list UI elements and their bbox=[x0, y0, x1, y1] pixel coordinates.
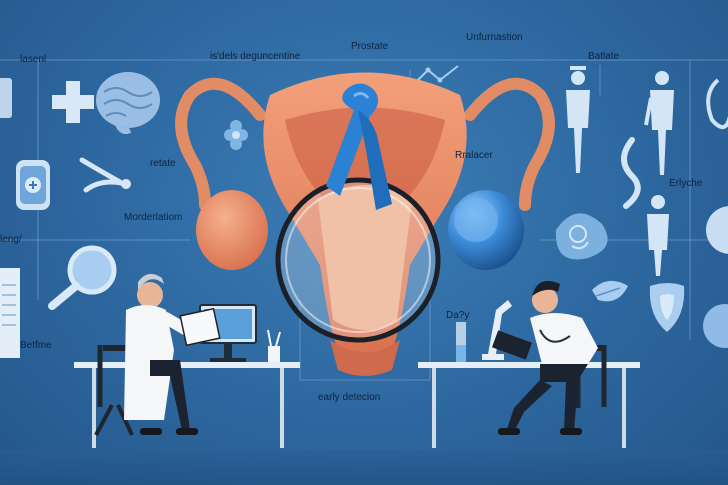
label-betfme: Betfme bbox=[20, 340, 52, 351]
shield-icon bbox=[649, 283, 685, 332]
label-unfurnastion: Unfurnastion bbox=[466, 32, 523, 43]
label-prostate: Prostate bbox=[351, 41, 389, 52]
microscope-icon bbox=[482, 300, 512, 360]
clipboard-edge-icon bbox=[0, 78, 12, 118]
label-batlate: Batlate bbox=[588, 51, 620, 62]
person-icon-small bbox=[647, 195, 669, 276]
doctor-icon bbox=[566, 66, 590, 173]
label-early-detection: early detecion bbox=[318, 392, 381, 403]
magnifying-glass-icon bbox=[275, 177, 441, 343]
clipboard-icon bbox=[0, 268, 20, 358]
ribbon-outline-icon bbox=[706, 78, 728, 129]
awareness-ribbon-icon bbox=[326, 83, 392, 210]
label-isdels: is'dels deguncentine bbox=[210, 51, 301, 62]
label-dazy: Da?y bbox=[446, 310, 470, 321]
flower-icon bbox=[224, 120, 248, 150]
line-chart-icon bbox=[411, 65, 459, 87]
label-leng: leng/ bbox=[0, 234, 22, 245]
tweezers-icon bbox=[79, 157, 131, 193]
cell-icon bbox=[555, 213, 608, 260]
pencil-cup-icon bbox=[267, 329, 281, 362]
label-morderlation: Morderlatiom bbox=[124, 212, 183, 223]
iv-bag-icon bbox=[16, 160, 50, 210]
right-desk bbox=[418, 300, 640, 448]
brain-icon bbox=[96, 72, 160, 135]
strand-icon bbox=[621, 137, 641, 209]
sphere-edge-icon bbox=[703, 206, 728, 348]
doctor-left bbox=[94, 273, 221, 436]
label-rralacer: Rralacer bbox=[455, 150, 493, 161]
doctor-right bbox=[492, 280, 607, 435]
floor bbox=[0, 450, 728, 485]
flask-icon bbox=[456, 322, 466, 362]
organ-illustration bbox=[175, 72, 555, 376]
magnifier-icon bbox=[48, 245, 117, 310]
medical-cross-icon bbox=[52, 81, 94, 123]
leaf-icon bbox=[592, 280, 628, 302]
person-icon bbox=[644, 71, 674, 175]
label-retate: retate bbox=[150, 158, 176, 169]
label-lasenl: lasenl bbox=[20, 54, 47, 65]
label-erlyche: Erlyche bbox=[669, 178, 703, 189]
